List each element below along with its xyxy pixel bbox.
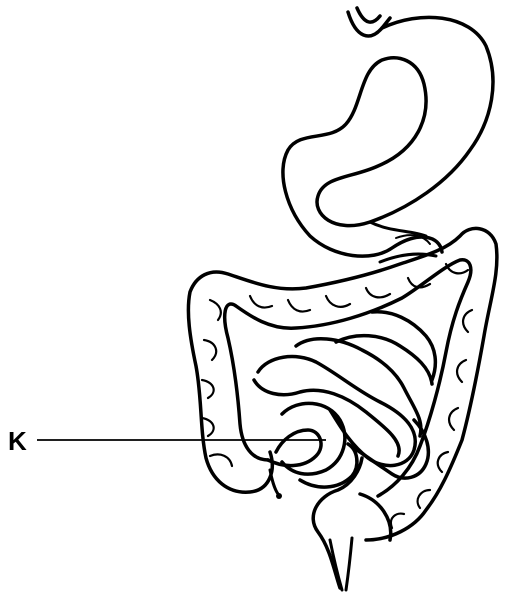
stomach bbox=[283, 17, 493, 256]
label-k: K bbox=[8, 426, 27, 456]
large-intestine bbox=[188, 228, 497, 590]
small-intestine bbox=[254, 312, 435, 487]
label-k-group: K bbox=[8, 426, 326, 456]
esophagus bbox=[348, 8, 390, 36]
